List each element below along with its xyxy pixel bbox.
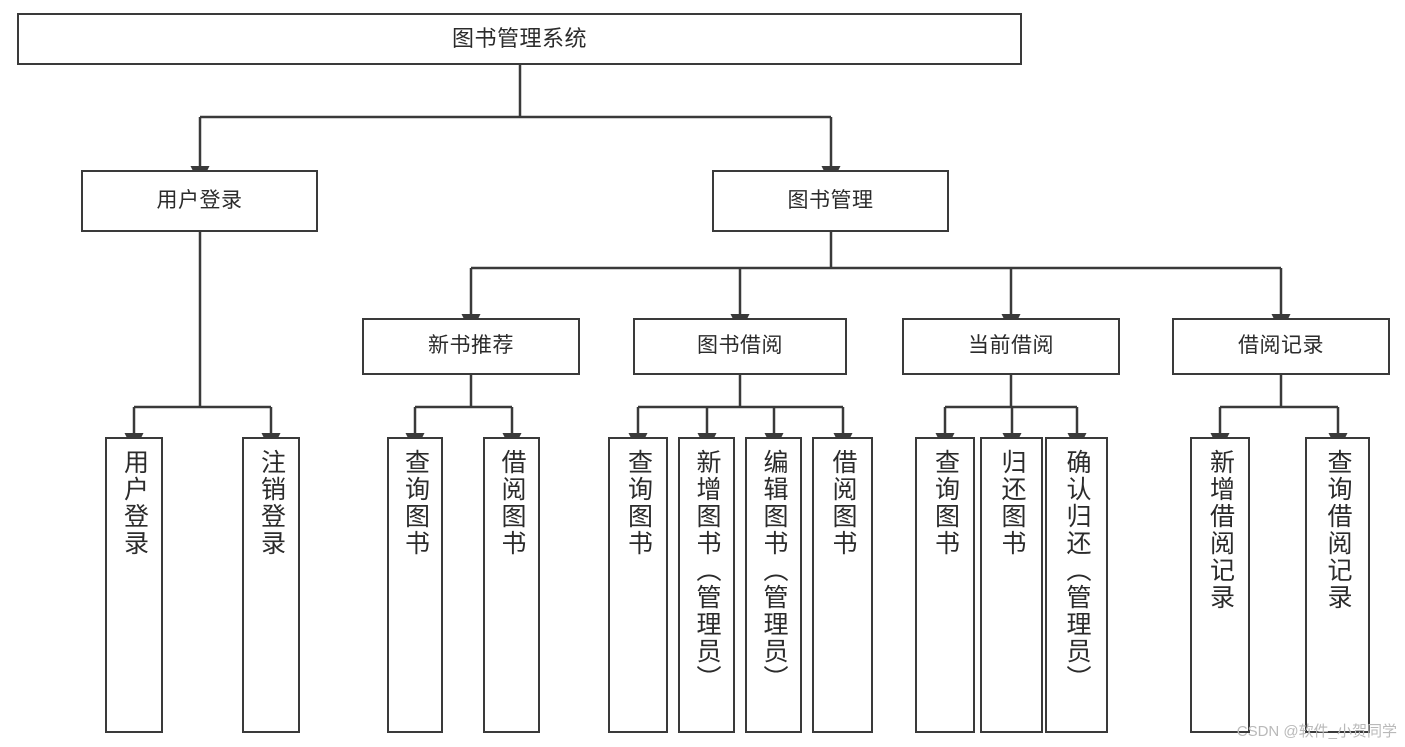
node-leaf-edit-book[interactable]: 编辑图书（管理员） (745, 437, 802, 733)
node-leaf-borrow-book-1[interactable]: 借阅图书 (483, 437, 540, 733)
node-label: 注销登录 (257, 449, 286, 557)
node-label: 查询图书 (401, 449, 430, 557)
node-label: 新增图书（管理员） (693, 449, 721, 692)
node-label: 查询图书 (624, 449, 653, 557)
node-label: 借阅图书 (829, 449, 857, 557)
node-book-borrow[interactable]: 图书借阅 (633, 318, 847, 375)
node-label: 图书管理系统 (451, 26, 587, 52)
node-label: 查询图书 (931, 449, 960, 557)
node-leaf-return-book[interactable]: 归还图书 (980, 437, 1043, 733)
node-current-borrow[interactable]: 当前借阅 (902, 318, 1120, 375)
node-label: 新增借阅记录 (1206, 449, 1235, 611)
node-label: 新书推荐 (428, 334, 514, 358)
node-label: 借阅图书 (498, 449, 526, 557)
node-new-book-rec[interactable]: 新书推荐 (362, 318, 580, 375)
node-label: 图书借阅 (697, 334, 783, 358)
node-leaf-user-login[interactable]: 用户登录 (105, 437, 163, 733)
edges (124, 65, 1348, 452)
node-label: 图书管理 (787, 188, 874, 212)
node-leaf-query-book-1[interactable]: 查询图书 (387, 437, 443, 733)
node-label: 当前借阅 (968, 334, 1054, 358)
node-label: 借阅记录 (1238, 334, 1324, 358)
node-label: 确认归还（管理员） (1063, 449, 1091, 692)
node-borrow-record[interactable]: 借阅记录 (1172, 318, 1390, 375)
node-label: 查询借阅记录 (1324, 449, 1352, 611)
node-leaf-query-record[interactable]: 查询借阅记录 (1305, 437, 1370, 733)
node-leaf-query-book-3[interactable]: 查询图书 (915, 437, 975, 733)
node-leaf-logout[interactable]: 注销登录 (242, 437, 300, 733)
node-book-manage[interactable]: 图书管理 (712, 170, 949, 232)
node-user-login[interactable]: 用户登录 (81, 170, 318, 232)
node-label: 编辑图书（管理员） (760, 449, 788, 692)
node-leaf-confirm-return[interactable]: 确认归还（管理员） (1045, 437, 1108, 733)
node-leaf-add-record[interactable]: 新增借阅记录 (1190, 437, 1250, 733)
node-label: 归还图书 (998, 449, 1026, 557)
node-leaf-borrow-book-2[interactable]: 借阅图书 (812, 437, 873, 733)
node-root[interactable]: 图书管理系统 (17, 13, 1022, 65)
node-leaf-query-book-2[interactable]: 查询图书 (608, 437, 668, 733)
node-leaf-add-book[interactable]: 新增图书（管理员） (678, 437, 735, 733)
node-label: 用户登录 (120, 449, 149, 557)
node-label: 用户登录 (156, 188, 243, 212)
